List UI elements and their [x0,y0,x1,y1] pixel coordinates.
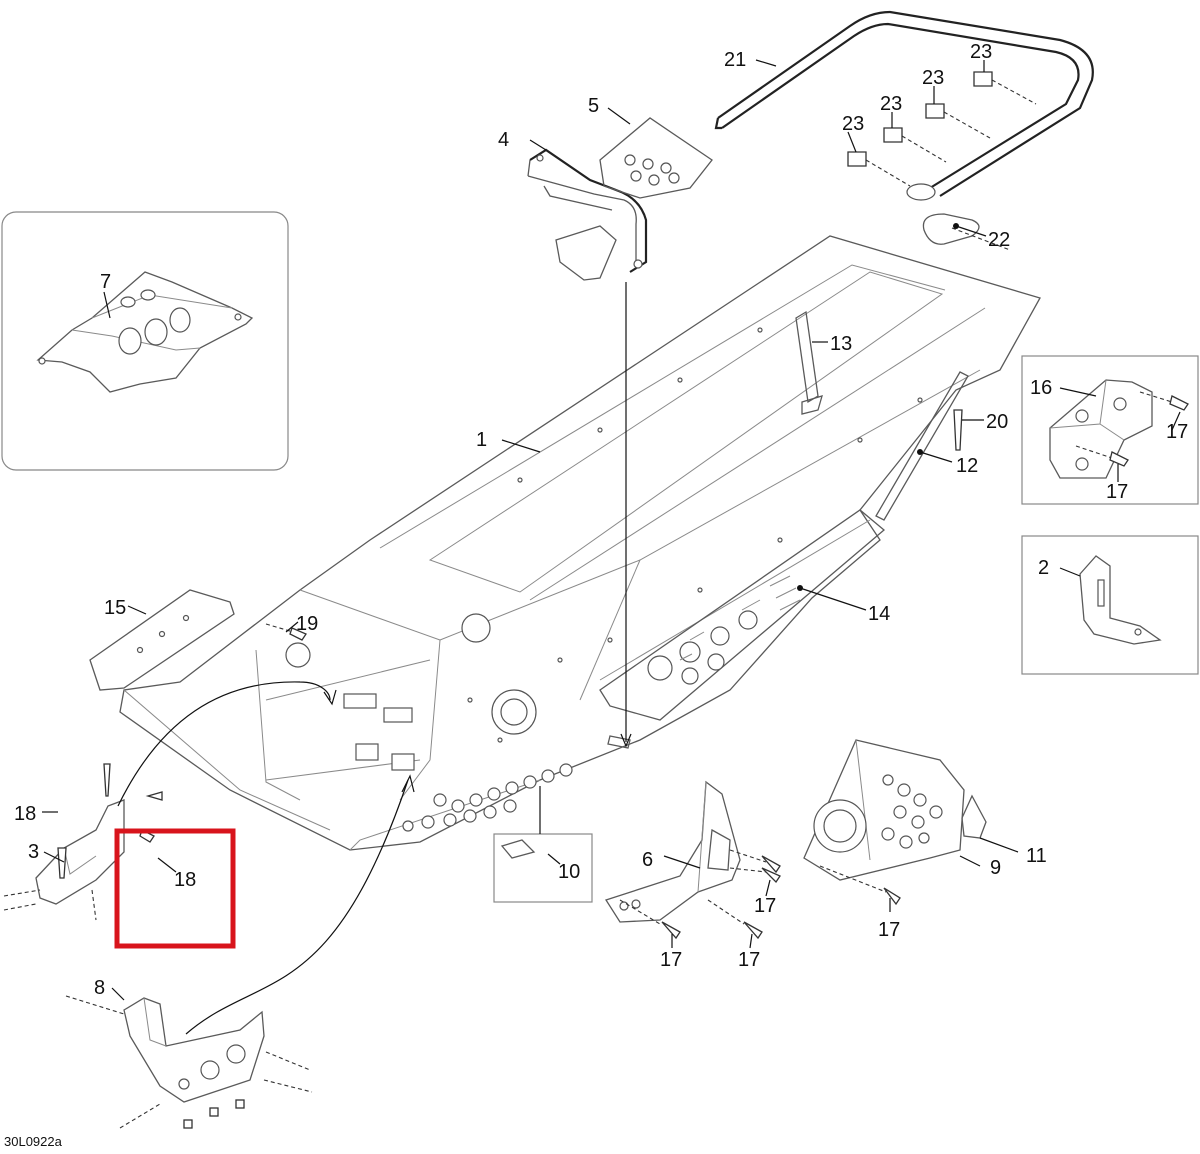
callout-17-c: 17 [754,895,776,917]
callout-11: 11 [1026,845,1047,867]
part-10-box [493,786,593,903]
callout-13: 13 [830,333,852,355]
assembly-curve-8 [185,779,409,1035]
callout-21: 21 [724,49,746,71]
callout-2: 2 [1038,557,1049,579]
part-9-plate [803,739,965,893]
part-22-clip [922,213,1011,251]
part-6-bracket [605,780,767,925]
part-7-bracket [36,271,254,393]
assembly-curve-3 [117,681,331,807]
assembly-curve-3-arrow [323,689,337,706]
callout-5: 5 [588,95,599,117]
callout-17-d: 17 [660,949,682,971]
part-4-steering-support [527,148,648,273]
part-13-post [795,310,823,415]
part-16-panel [1021,355,1199,505]
callout-labels: 1 2 3 4 5 6 7 8 9 10 11 12 13 14 15 16 1… [14,41,1188,999]
callout-4: 4 [498,129,509,151]
callout-7: 7 [100,271,111,293]
callout-17-b: 17 [1106,481,1128,503]
detail-inset-panel [1,211,289,471]
callout-23-d: 23 [970,41,992,63]
callout-18-b: 18 [174,869,196,891]
callout-leaders [42,59,1181,1001]
part-21-handle [714,10,1094,201]
callout-23-a: 23 [842,113,864,135]
callout-6: 6 [642,849,653,871]
callout-20: 20 [986,411,1008,433]
callout-16: 16 [1030,377,1052,399]
part-14-running-board [599,509,886,721]
callout-17-a: 17 [1166,421,1188,443]
callout-17-e: 17 [738,949,760,971]
callout-9: 9 [990,857,1001,879]
figure-id: 30L0922a [4,1134,63,1149]
callout-17-f: 17 [878,919,900,941]
callout-12: 12 [956,455,978,477]
assembly-leader-4-arrow [620,733,632,748]
callout-23-c: 23 [922,67,944,89]
assembly-curve-8-arrow [401,774,415,793]
callout-1: 1 [476,429,487,451]
callout-23-b: 23 [880,93,902,115]
callout-22: 22 [988,229,1010,251]
callout-18-a: 18 [14,803,36,825]
part-1-tunnel [119,235,1041,851]
small-plate [555,225,617,281]
callout-8: 8 [94,977,105,999]
part-23-bolts [847,71,1037,187]
callout-10: 10 [558,861,580,883]
part-8-bracket [65,995,313,1129]
callout-15: 15 [104,597,126,619]
part-2-panel [1021,535,1199,675]
callout-3: 3 [28,841,39,863]
highlight-box[interactable] [114,828,236,949]
callout-19: 19 [296,613,318,635]
part-5-plate [599,117,713,199]
rivets [57,409,963,940]
part-11-bracket [961,794,987,839]
callout-14: 14 [868,603,890,625]
part-15-plate [89,589,235,691]
